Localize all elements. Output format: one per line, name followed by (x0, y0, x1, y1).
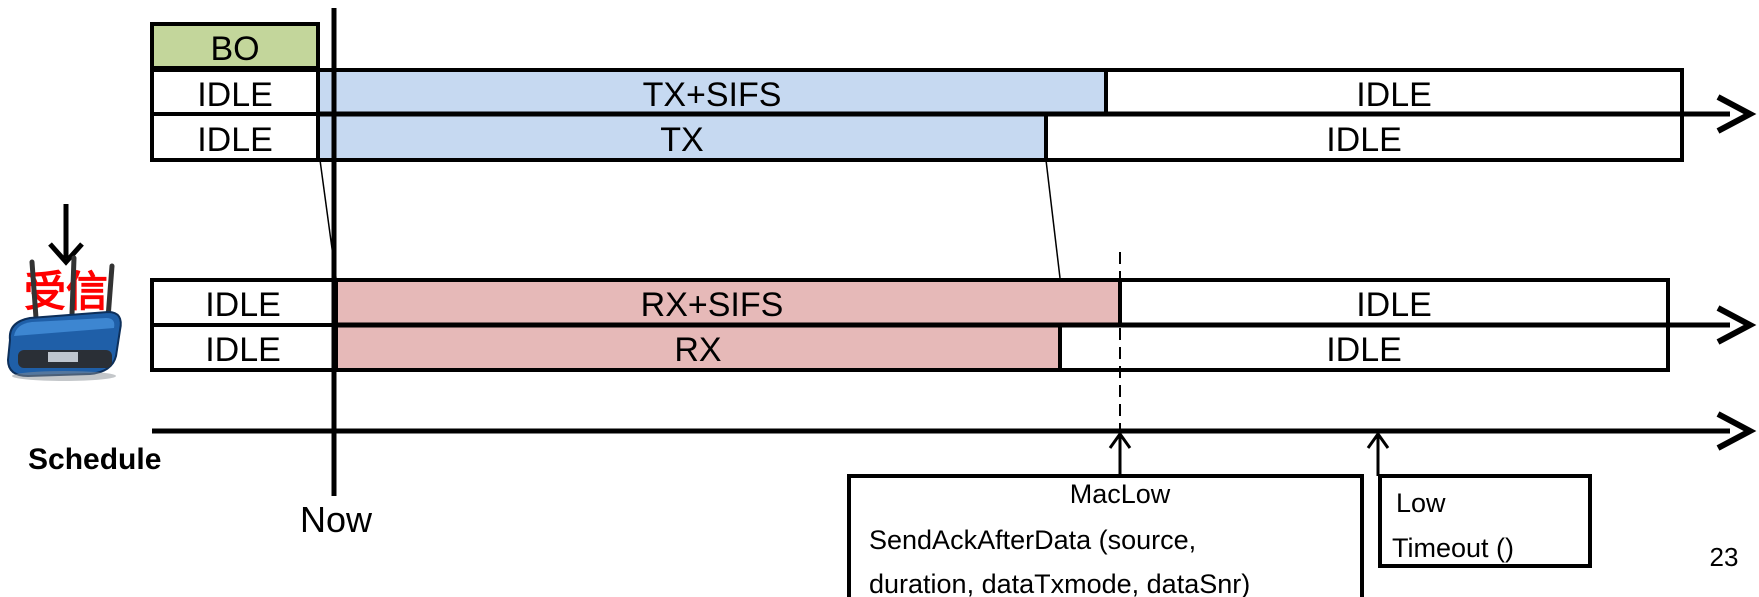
receiver-axis (338, 305, 1757, 345)
event-2-line-1: Low (1396, 488, 1446, 518)
propagation-line-end (1045, 159, 1061, 279)
tx-busy-label: TX (660, 121, 703, 159)
event-1-arrow (1108, 431, 1132, 476)
tx-idle-before-label: IDLE (197, 121, 273, 159)
tx-sifs-row: IDLE TX+SIFS IDLE (150, 68, 1684, 116)
tx-idle-after-label: IDLE (1326, 121, 1402, 159)
event-1-line-3: duration, dataTxmode, dataSnr) (869, 569, 1250, 597)
tx-sifs-idle-after-label: IDLE (1356, 76, 1432, 114)
rx-sifs-idle-before (150, 278, 338, 327)
rx-sifs-idle-before-label: IDLE (205, 286, 281, 324)
sender-axis (320, 94, 1757, 134)
tx-idle-after (1044, 112, 1684, 162)
rx-busy-label: RX (674, 331, 721, 369)
schedule-label: Schedule (28, 443, 161, 476)
down-arrow-icon (48, 204, 84, 266)
rx-idle-after (1058, 323, 1670, 372)
tx-sifs-idle-after (1104, 68, 1684, 116)
page-number: 23 (1710, 542, 1739, 572)
rx-idle-after-label: IDLE (1326, 331, 1402, 369)
tx-row: IDLE TX IDLE (150, 112, 1684, 162)
rx-sifs-idle-after (1118, 278, 1670, 327)
event-2-arrow (1366, 431, 1390, 476)
event-1-line-1: MacLow (1070, 479, 1171, 509)
rx-sifs-busy-label: RX+SIFS (641, 286, 784, 324)
tx-sifs-busy-label: TX+SIFS (643, 76, 782, 114)
event-1-box: MacLow SendAckAfterData (source, duratio… (847, 474, 1364, 597)
backoff-block: BO (150, 22, 320, 70)
event-1-line-2: SendAckAfterData (source, (869, 525, 1196, 555)
rx-row: IDLE RX IDLE (150, 323, 1670, 372)
rx-idle-before (150, 323, 338, 372)
rx-idle-before-label: IDLE (205, 331, 281, 369)
event-2-line-2: Timeout () (1392, 533, 1514, 563)
tx-idle-before (150, 112, 320, 162)
now-label: Now (300, 499, 373, 540)
tx-sifs-idle-before-label: IDLE (197, 76, 273, 114)
rx-sifs-row: IDLE RX+SIFS IDLE (150, 278, 1670, 327)
receive-label: 受信 (24, 267, 108, 316)
wireless-router-icon (6, 255, 122, 381)
rx-sifs-idle-after-label: IDLE (1356, 286, 1432, 324)
backoff-label: BO (210, 30, 259, 68)
event-2-box: Low Timeout () (1378, 474, 1592, 568)
schedule-axis (152, 411, 1757, 451)
